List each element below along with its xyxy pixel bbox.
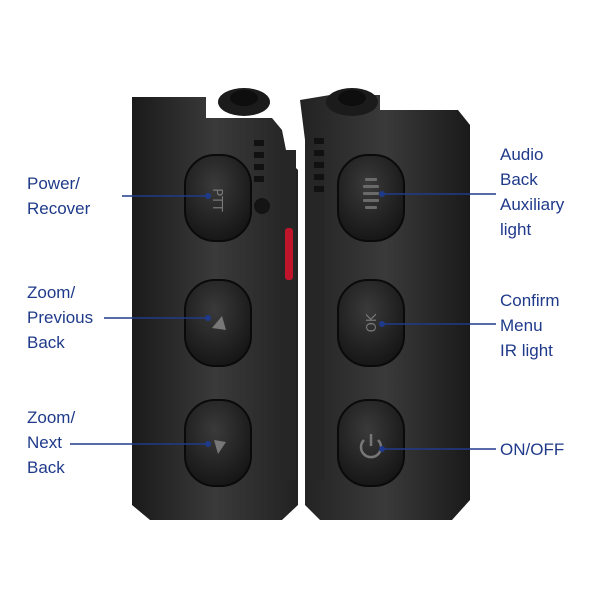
ok-button[interactable]	[337, 279, 405, 367]
ptt-glyph: PTT	[209, 188, 224, 212]
leader-lines	[70, 193, 496, 450]
speaker-grille-icon	[363, 178, 379, 209]
label-zoom-previous-back: Zoom/ Previous Back	[27, 283, 94, 352]
label-power-recover: Power/ Recover	[27, 174, 91, 218]
label-confirm-menu-ir: Confirm Menu IR light	[500, 291, 560, 360]
label-audio-back-aux-light: Audio Back Auxiliary light	[500, 145, 565, 239]
ptt-button[interactable]	[184, 154, 252, 242]
label-zoom-next-back: Zoom/ Next Back	[27, 408, 76, 477]
right-device: OK	[300, 88, 470, 520]
label-on-off: ON/OFF	[500, 440, 565, 459]
triangle-up-icon	[212, 316, 226, 330]
triangle-down-icon	[214, 440, 226, 454]
power-icon	[359, 434, 383, 459]
ok-glyph: OK	[365, 313, 380, 332]
audio-button[interactable]	[337, 154, 405, 242]
red-accent	[285, 228, 293, 280]
left-device: PTT	[132, 88, 298, 520]
